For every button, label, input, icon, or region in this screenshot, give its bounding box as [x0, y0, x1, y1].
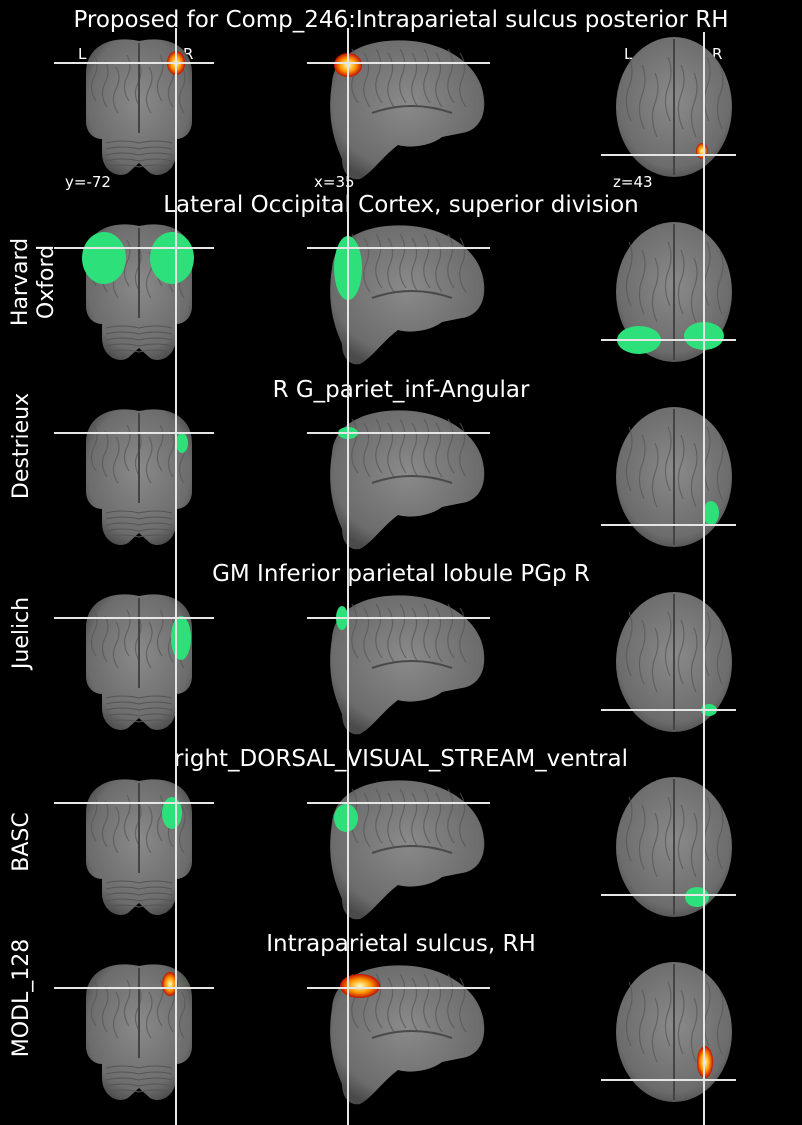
right-label-coronal: R: [183, 45, 194, 63]
activation-blob: [696, 143, 708, 159]
axial-slice: [601, 32, 736, 222]
atlas-region-overlay: [703, 501, 719, 525]
sagittal-slice: [307, 28, 490, 218]
figure-title: Proposed for Comp_246:Intraparietal sulc…: [73, 7, 729, 33]
axial-slice: [601, 957, 736, 1125]
sagittal-slice: [307, 768, 490, 958]
region-title-harvard: Lateral Occipital Cortex, superior divis…: [163, 192, 639, 218]
coronal-slice: [54, 213, 214, 403]
atlas-label-basc: BASC: [9, 812, 34, 872]
atlas-label-modl: MODL_128: [9, 938, 34, 1058]
coronal-slice: [54, 28, 214, 218]
right-label-axial: R: [712, 45, 723, 63]
activation-blob: [340, 974, 380, 998]
atlas-label-juelich: Juelich: [9, 596, 34, 670]
coronal-slice: [54, 583, 214, 773]
coronal-slice: [54, 953, 214, 1125]
atlas-label-harvard-oxford: Harvard Oxford: [8, 237, 59, 327]
region-title-juelich: GM Inferior parietal lobule PGp R: [212, 561, 590, 587]
region-title-modl: Intraparietal sulcus, RH: [266, 931, 536, 957]
region-title-basc: right_DORSAL_VISUAL_STREAM_ventral: [174, 746, 628, 772]
coronal-slice: [54, 768, 214, 958]
coord-label-x: x=35: [314, 173, 355, 191]
sagittal-slice: [307, 953, 490, 1125]
atlas-region-overlay: [685, 887, 709, 907]
atlas-region-overlay: [150, 232, 194, 284]
sagittal-slice: [307, 583, 490, 773]
atlas-region-overlay: [162, 797, 182, 829]
region-title-destrieux: R G_pariet_inf-Angular: [272, 377, 530, 403]
coord-label-z: z=43: [613, 173, 653, 191]
atlas-region-overlay: [171, 616, 191, 660]
activation-blob: [162, 972, 178, 996]
atlas-region-overlay: [334, 804, 358, 832]
axial-slice: [601, 587, 736, 777]
atlas-region-overlay: [176, 433, 188, 453]
coord-label-y: y=-72: [65, 173, 111, 191]
axial-slice: [601, 772, 736, 962]
atlas-label-destrieux: Destrieux: [9, 392, 34, 500]
sagittal-slice: [307, 398, 490, 588]
axial-slice: [601, 217, 736, 407]
atlas-region-overlay: [82, 232, 126, 284]
sagittal-slice: [307, 213, 490, 403]
axial-slice: [601, 402, 736, 592]
left-label-coronal: L: [78, 45, 87, 63]
coronal-slice: [54, 398, 214, 588]
left-label-axial: L: [624, 45, 633, 63]
